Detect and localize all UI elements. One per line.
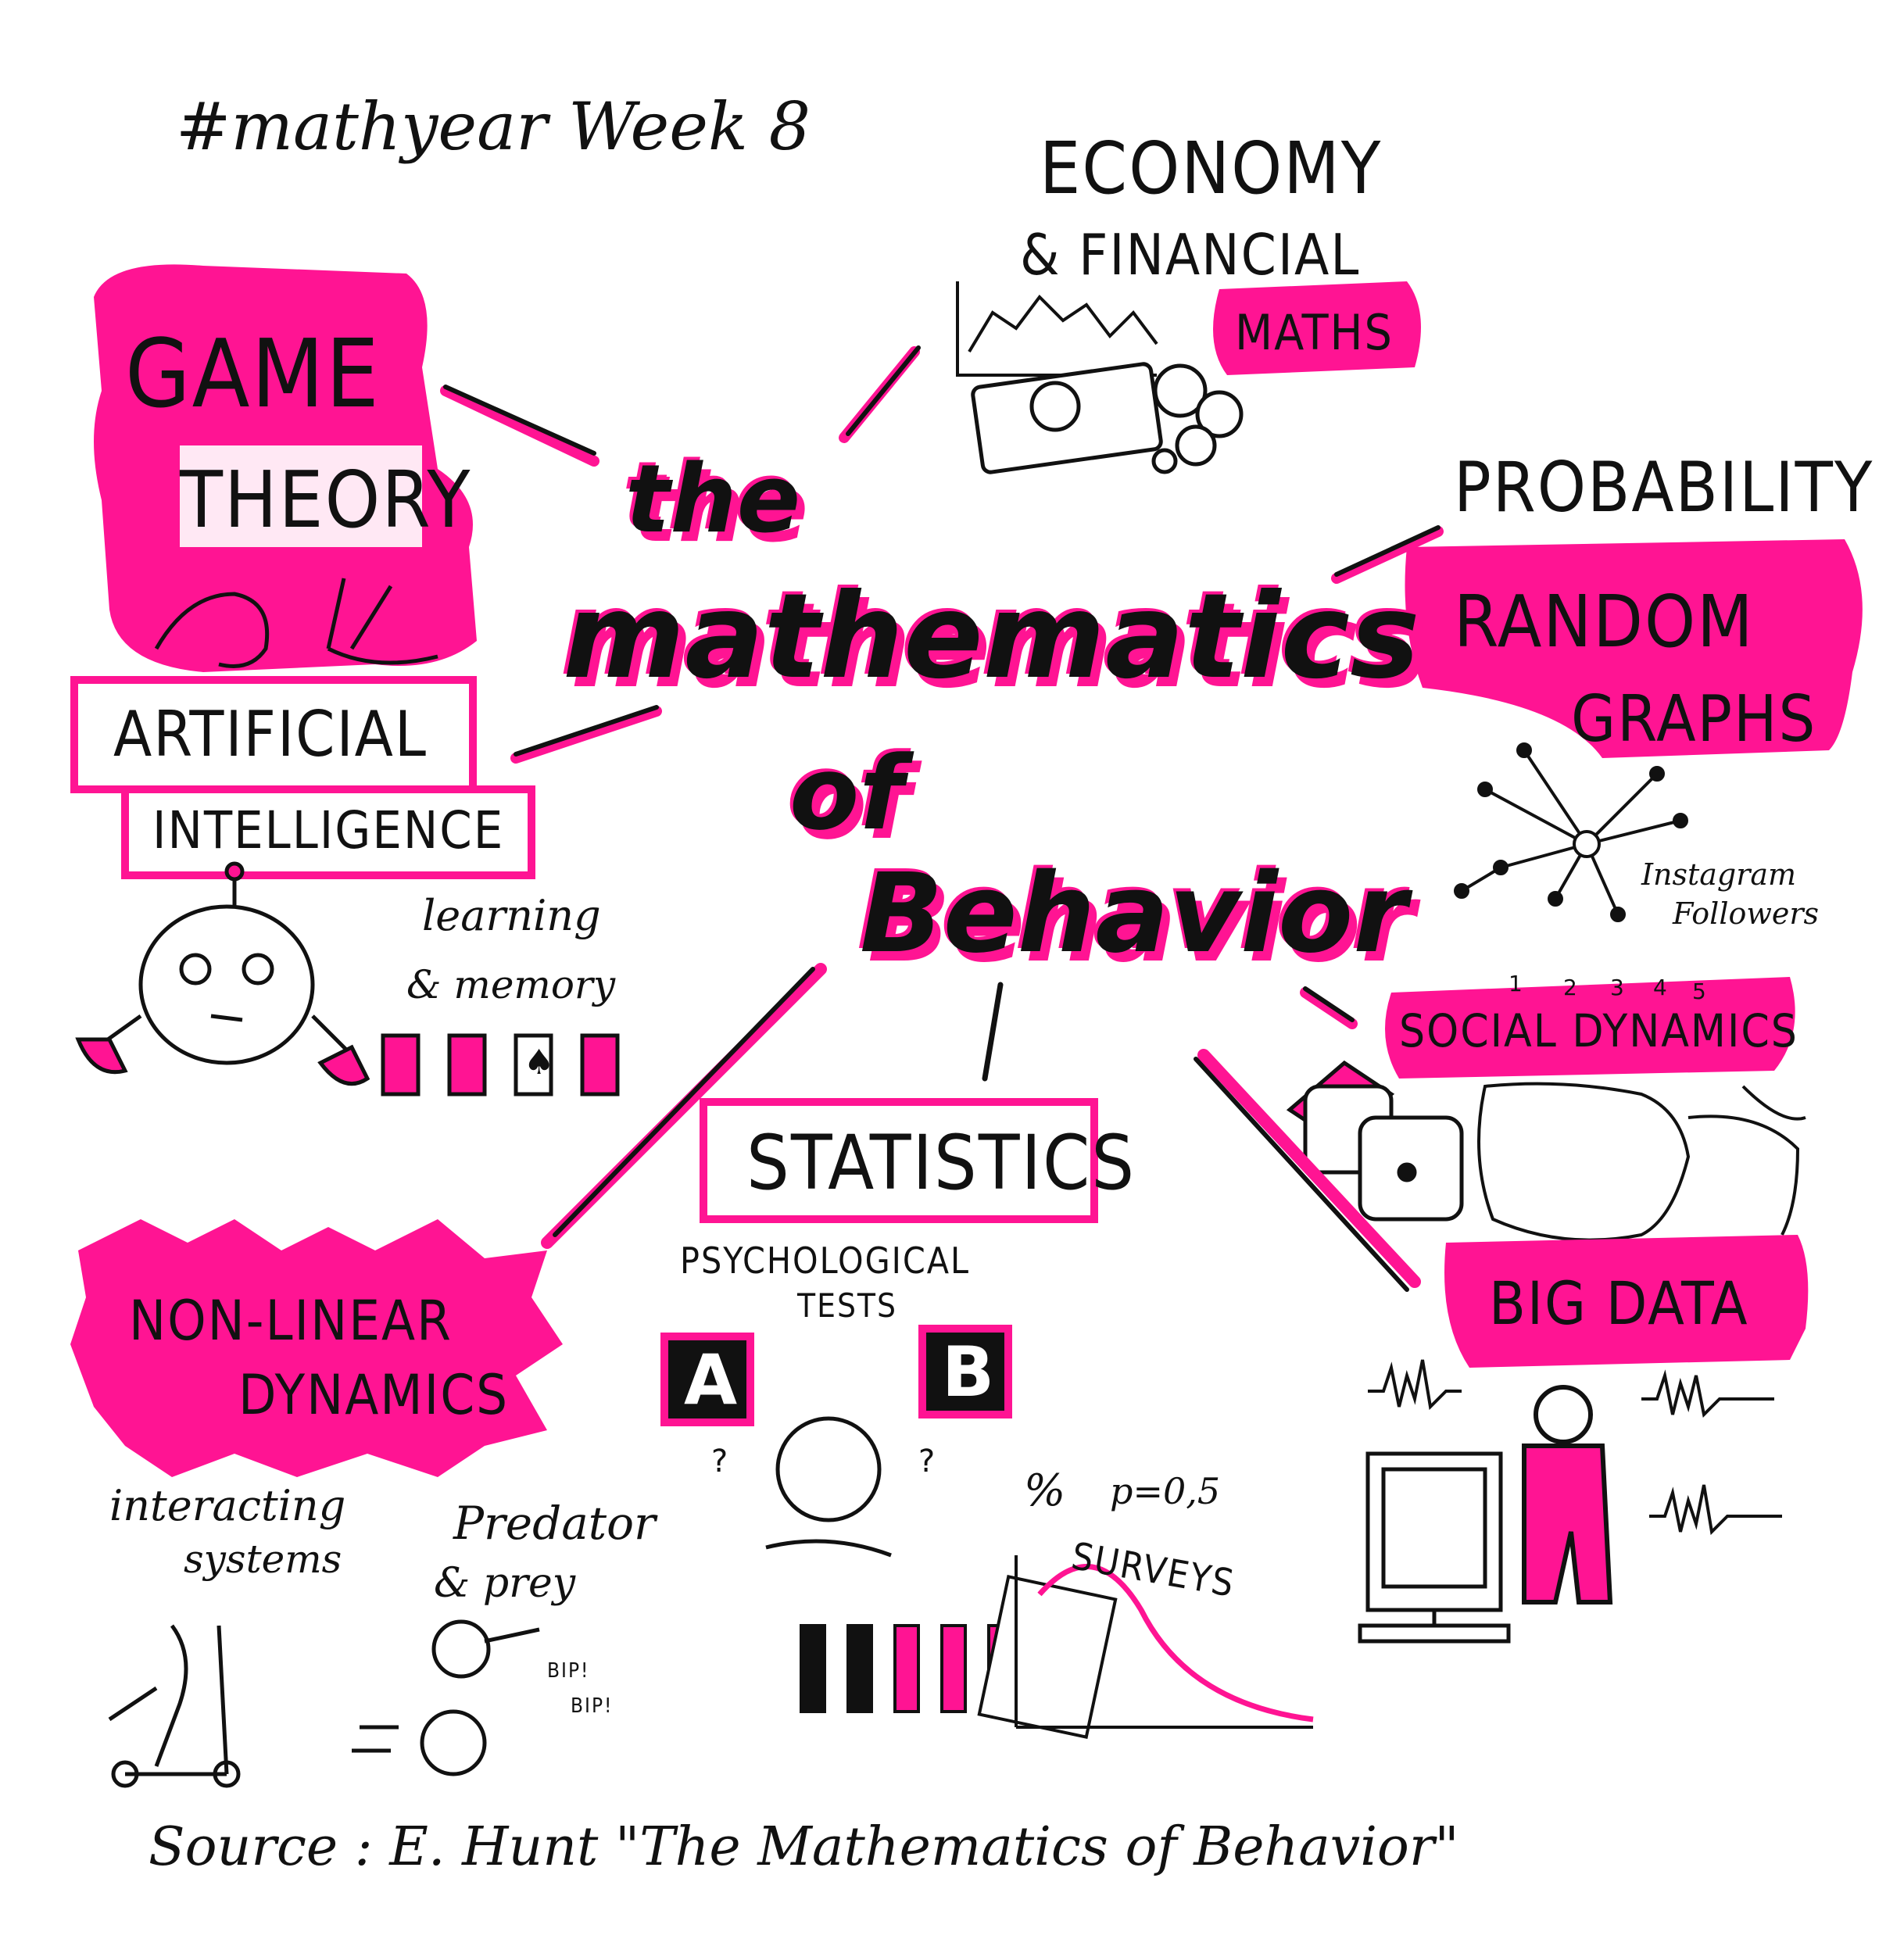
- source-citation: Source : E. Hunt "The Mathematics of Beh…: [149, 1816, 1459, 1878]
- random-graphs-highlight: [1405, 539, 1863, 758]
- rank-5: 5: [1692, 978, 1706, 1004]
- psych-tests-line1: PSYCHOLOGICAL: [680, 1240, 971, 1282]
- non-linear-line1: NON-LINEAR: [129, 1289, 453, 1353]
- ai-box-frame-2: [121, 785, 535, 879]
- title-line-mathematics: mathematics: [563, 569, 1420, 705]
- stock-chart-icon: [956, 281, 1158, 377]
- bip-2: BIP!: [571, 1694, 614, 1718]
- economy-line3: MATHS: [1235, 304, 1394, 361]
- random-graphs-caption1: Instagram: [1641, 857, 1797, 892]
- rank-3: 3: [1610, 975, 1624, 1000]
- surveys-percent: %: [1024, 1465, 1066, 1516]
- random-graphs-line1: RANDOM: [1454, 580, 1755, 664]
- spade-icon: ♠: [524, 1043, 555, 1082]
- rank-1: 1: [1509, 971, 1523, 996]
- non-linear-highlight: [70, 1219, 563, 1477]
- ai-line2: INTELLIGENCE: [152, 800, 505, 860]
- game-theory-line2: THEORY: [180, 454, 472, 546]
- option-a-label: A: [684, 1340, 738, 1420]
- predator-line1: Predator: [453, 1497, 656, 1550]
- robot-icon: [75, 861, 370, 1086]
- statistics-box-frame: [700, 1098, 1098, 1223]
- economy-line1: ECONOMY: [1040, 127, 1383, 210]
- surveys-p-value: p=0,5: [1110, 1470, 1221, 1512]
- big-data-label: BIG DATA: [1489, 1268, 1749, 1338]
- network-graph-icon: [1454, 742, 1688, 922]
- game-theory-line1: GAME: [125, 320, 381, 429]
- option-b-label: B: [942, 1332, 995, 1412]
- rock-paper-scissors-icon: [154, 578, 438, 668]
- rank-2: 2: [1563, 975, 1577, 1000]
- connector-lines: [440, 345, 1444, 1292]
- question-mark-1: ?: [711, 1444, 728, 1479]
- economy-maths-highlight: [1213, 281, 1421, 375]
- interacting-line1: interacting: [109, 1481, 346, 1530]
- rank-4: 4: [1653, 975, 1667, 1000]
- ai-line1: ARTIFICIAL: [113, 698, 428, 771]
- memory-cards-icon: [381, 1033, 620, 1097]
- big-data-highlight: [1444, 1235, 1809, 1368]
- bip-1: BIP!: [547, 1659, 590, 1683]
- economy-line2: & FINANCIAL: [1020, 222, 1361, 288]
- random-graphs-line2: GRAPHS: [1571, 682, 1817, 757]
- survey-chart-icon: [977, 1555, 1314, 1739]
- learning-line2: & memory: [406, 962, 616, 1007]
- question-mark-2: ?: [918, 1444, 936, 1479]
- learning-line1: learning: [422, 891, 601, 940]
- scooter-character-icon: [108, 1624, 241, 1788]
- money-icon: [971, 362, 1244, 474]
- random-graphs-caption2: Followers: [1673, 896, 1820, 931]
- computer-icon: [1358, 1451, 1511, 1644]
- social-dynamics-label: SOCIAL DYNAMICS: [1399, 1004, 1798, 1057]
- game-theory-label-bg: [180, 445, 422, 547]
- title-line-the: the: [625, 445, 801, 554]
- signal-waves-icon: [1368, 1359, 1782, 1536]
- statistics-label: STATISTICS: [746, 1119, 1136, 1207]
- non-linear-line2: DYNAMICS: [238, 1363, 510, 1427]
- option-b-frame: [918, 1325, 1012, 1418]
- predator-line2: & prey: [434, 1560, 576, 1607]
- interacting-line2: systems: [184, 1537, 342, 1582]
- header-tag: #mathyear Week 8: [176, 88, 811, 165]
- roadrunner-icon: [352, 1619, 540, 1776]
- social-map-icon: [1477, 1082, 1806, 1242]
- dice-icon: [1286, 1060, 1464, 1222]
- option-a-frame: [660, 1333, 754, 1426]
- data-person-icon: [1522, 1385, 1613, 1605]
- social-dynamics-highlight: [1385, 977, 1795, 1079]
- girl-face-icon: [765, 1416, 892, 1558]
- people-row-icon: [800, 1624, 1014, 1713]
- title-line-behavior: Behavior: [860, 850, 1408, 978]
- probability-label: PROBABILITY: [1454, 447, 1874, 528]
- psych-tests-line2: TESTS: [797, 1286, 898, 1325]
- title-line-of: of: [789, 734, 904, 853]
